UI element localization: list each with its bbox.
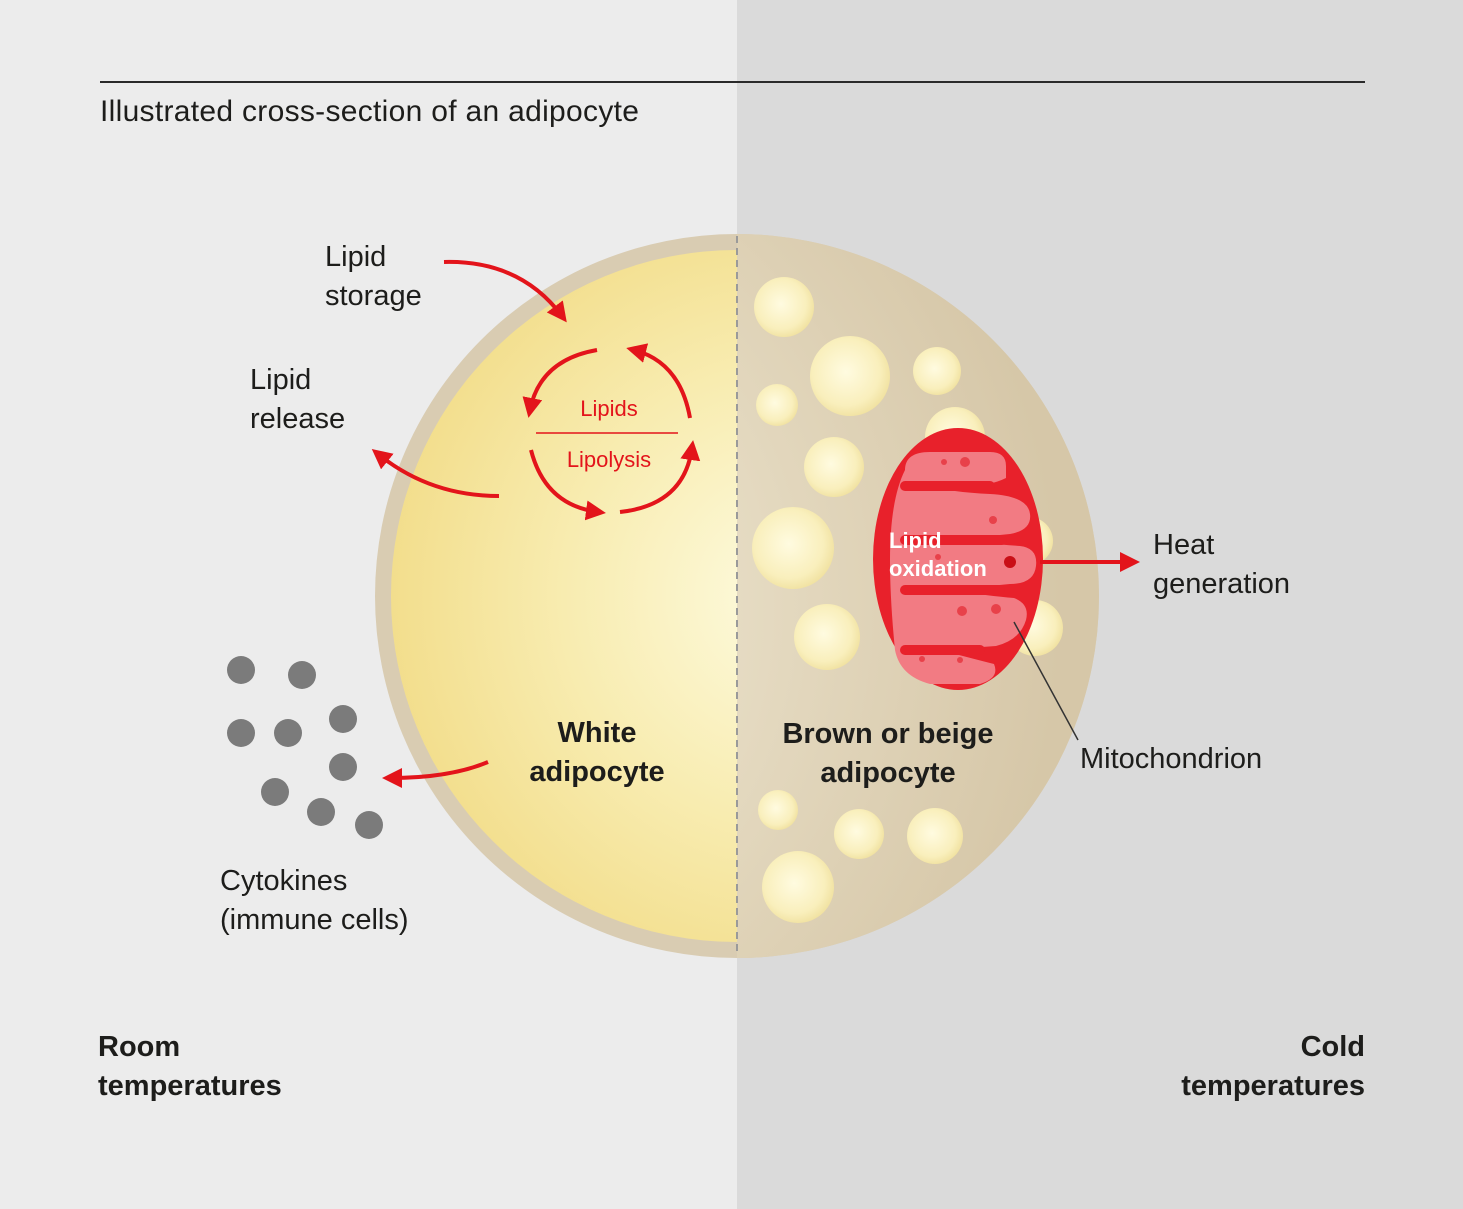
cycle-lipolysis-label: Lipolysis [567, 447, 651, 472]
lipid-storage-line-1: Lipid [325, 241, 387, 273]
heat-generation-line-1: Heat [1153, 529, 1215, 561]
lipid-storage-label: Lipid storage [325, 238, 422, 316]
cytokine-dots [227, 656, 383, 839]
lipolysis-cycle [522, 343, 701, 521]
heat-generation-label: Heat generation [1153, 526, 1290, 604]
cycle-lipids-label: Lipids [580, 396, 637, 421]
lipid-release-arrow [371, 448, 500, 498]
lipid-oxidation-label-1: Lipid [889, 528, 942, 553]
heat-generation-line-2: generation [1153, 568, 1291, 600]
cytokine-arrow [382, 760, 489, 788]
cold-temperatures-line-1: Cold [1300, 1031, 1365, 1063]
cytokines-line-2: (immune cells) [220, 904, 409, 936]
lipid-release-label: Lipid release [250, 361, 345, 439]
mitochondrion-label: Mitochondrion [1080, 743, 1263, 775]
brown-adipocyte-label: Brown or beige adipocyte [762, 715, 1014, 793]
cytokines-label: Cytokines (immune cells) [220, 862, 409, 940]
diagram-title: Illustrated cross-section of an adipocyt… [100, 95, 640, 128]
cold-temperatures-label: Cold temperatures [1140, 1028, 1365, 1106]
lipid-storage-arrow [443, 259, 567, 323]
mitochondrion [873, 428, 1043, 690]
mitochondrion-pointer [1013, 621, 1079, 741]
room-temperatures-line-2: temperatures [98, 1070, 282, 1102]
white-adipocyte-lipid-droplet [391, 250, 737, 942]
room-temperatures-label: Room temperatures [98, 1028, 282, 1106]
lipid-release-line-2: release [250, 403, 346, 435]
white-adipocyte-line-1: White [557, 717, 637, 749]
brown-adipocyte-line-2: adipocyte [820, 757, 956, 789]
lipid-release-line-1: Lipid [250, 364, 312, 396]
white-adipocyte-label: White adipocyte [517, 714, 677, 792]
cold-temperatures-line-2: temperatures [1181, 1070, 1365, 1102]
lipid-storage-line-2: storage [325, 280, 422, 312]
brown-adipocyte-line-1: Brown or beige [782, 718, 994, 750]
room-temperatures-line-1: Room [98, 1031, 181, 1063]
white-adipocyte-line-2: adipocyte [529, 756, 665, 788]
lipid-oxidation-label-2: oxidation [889, 556, 987, 581]
cytokines-line-1: Cytokines [220, 865, 348, 897]
title-rule [100, 81, 1365, 83]
lipid-droplets [752, 277, 1063, 923]
